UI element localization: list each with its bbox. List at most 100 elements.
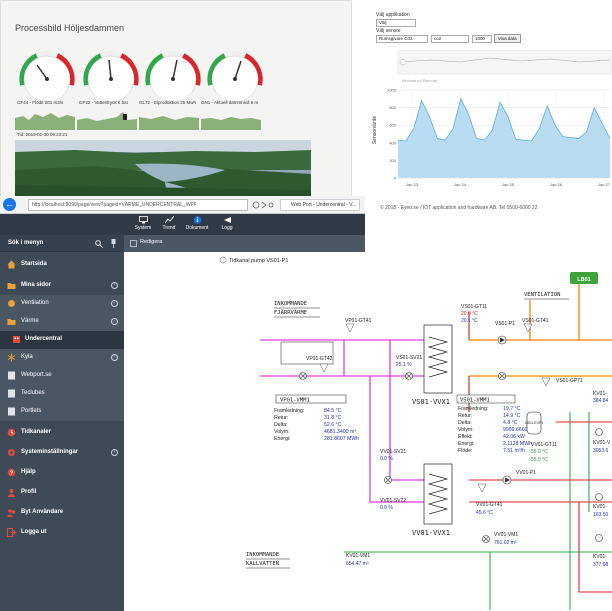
meter-key: Volym: [458, 427, 474, 433]
chevron-icon[interactable]: › [111, 318, 118, 325]
inkommande-fjv-label: INKOMMANDE [274, 301, 307, 307]
sidebar-item-ventilation[interactable]: Ventilation › [0, 295, 124, 313]
x-tick-label: Jan 27 [598, 182, 611, 187]
process-dashboard-panel: Processbild Höljesdammen [0, 0, 352, 198]
sidebar-item-label: Kyla [21, 354, 33, 360]
vp01-gt41-label: VP01-GT41 [345, 318, 372, 324]
y-tick-label: 0 [394, 176, 397, 181]
building-icon [13, 336, 20, 343]
vs01-exp1-label: VS01-EXP1 [525, 421, 544, 425]
page-icon [8, 389, 15, 398]
meter-key: Energi: [274, 436, 290, 442]
system-tool[interactable]: System [130, 216, 156, 231]
valve-icon[interactable] [595, 428, 603, 436]
right-value-2: 3053.6 [593, 448, 609, 454]
page-footer: © 2018 - Eyeo.se / IOT application and h… [380, 205, 538, 211]
lb01-badge[interactable] [570, 272, 598, 284]
y-tick-label: 200 [389, 158, 396, 163]
show-data-button[interactable]: Visa data [494, 34, 521, 43]
refresh-search-icon[interactable] [252, 201, 274, 209]
sensor-icon [345, 323, 355, 333]
vv01-p1-label: VV01-P1 [516, 470, 536, 476]
sidebar-item-hjalp[interactable]: ? Hjälp [0, 463, 124, 483]
vp01-vmm1-label: VP01-VMM1 [280, 398, 310, 404]
document-tool[interactable]: Dokument [184, 216, 210, 231]
chevron-icon[interactable]: › [111, 354, 118, 361]
fjarrvarme-label: FJÄRRVÄRME [274, 309, 307, 316]
sidebar-item-undercentral[interactable]: Undercentral [0, 331, 124, 349]
sidebar-item-systeminstallningar[interactable]: Systeminställningar › [0, 443, 124, 463]
search-icon[interactable] [95, 240, 103, 248]
sidebar-item-varme[interactable]: Värme › [0, 313, 124, 331]
chevron-icon[interactable]: › [111, 300, 118, 307]
sidebar-item-mina-sidor[interactable]: Mina sidor › [0, 277, 124, 295]
monitor-icon [138, 216, 148, 224]
sidebar-item-label: Teclubes [21, 390, 45, 396]
edit-label[interactable]: Redigera [140, 239, 163, 245]
x-tick-label: Jan 26 [550, 182, 563, 187]
trend-tool[interactable]: Trend [156, 216, 182, 231]
sidebar-item-kyla[interactable]: Kyla › [0, 349, 124, 367]
sidebar-item-startsida[interactable]: Startsida [0, 255, 124, 275]
ventilation-label: VENTILATION [524, 292, 560, 298]
chevron-icon[interactable]: › [111, 449, 118, 456]
chevron-icon[interactable]: › [111, 282, 118, 289]
sidebar-item-profil[interactable]: Profil [0, 483, 124, 503]
vs01-gt11-value-2: 20.1 °C [461, 318, 478, 324]
menu-search[interactable]: Sök i menyn [0, 235, 124, 252]
meter-key: Retur: [274, 415, 288, 421]
right-label-4: KV01- [593, 554, 607, 560]
inkommande-kv-label: INKOMMANDE [246, 552, 279, 558]
meter-value: 9999.6660 m³ [503, 427, 535, 433]
help-icon: ? [7, 468, 16, 477]
vv01-sv21-label: VV01-SV21 [380, 449, 406, 455]
valve-icon[interactable] [595, 534, 603, 542]
browser-tab[interactable]: Web Port - Undercentral - V... [280, 199, 360, 211]
sidebar-item-label: Profil [21, 489, 37, 495]
vv01-gt41-value: 45.6 °C [476, 510, 493, 516]
sidebar-item-label: Portlets [21, 408, 42, 414]
chart-credit: lib chart by Eyeo.se [402, 78, 438, 83]
sidebar-item-byt-anvandare[interactable]: Byt Användare [0, 503, 124, 523]
sensor-icon [523, 323, 533, 333]
sidebar-item-label: Systeminställningar [21, 449, 79, 455]
sidebar-item-label: Ventilation [21, 300, 49, 306]
back-button-icon[interactable]: ← [3, 198, 16, 211]
sensor-type-select[interactable]: co2 [431, 35, 469, 43]
vs01-vvx1-exchanger[interactable] [423, 324, 453, 394]
y-tick-label: 1000 [387, 88, 397, 93]
sidebar-item-logga-ut[interactable]: Logga ut [0, 523, 124, 543]
right-label-1: KV01- [593, 391, 607, 397]
cold-water-pipes [344, 412, 612, 610]
sidebar-item-webport[interactable]: Webport.se [0, 367, 124, 385]
y-tick-label: 600 [389, 123, 396, 128]
app-toolbar: System Trend Dokument Logg [0, 214, 365, 235]
gauge-level-label: GN1 - Aktuell dammnivå 6 m [201, 100, 259, 105]
y-tick-label: 800 [389, 105, 396, 110]
gauge-flow-label: GF44 - Flöde 201 m3/s [17, 100, 64, 105]
sensor-select[interactable]: Rumsgivare C02 [376, 35, 428, 43]
log-tool[interactable]: Logg [214, 216, 240, 231]
vv01-vm1-value: 761.02 m³ [494, 540, 517, 546]
sidebar-item-portlets[interactable]: Portlets [0, 403, 124, 421]
user-icon [7, 489, 16, 497]
vv01-gt11-label: VV01-GT11 [531, 442, 557, 448]
sidebar-item-tidkanaler[interactable]: Tidkanaler [0, 423, 124, 443]
sensor-icon [319, 363, 329, 373]
valve-icon[interactable] [595, 493, 603, 501]
right-value-1: 384.84 [593, 398, 609, 404]
count-select[interactable]: 1000 [472, 35, 492, 43]
app-select[interactable]: Välj [376, 19, 416, 27]
navigator-handle-icon [399, 58, 407, 66]
meter-value: 31.8 °C [324, 415, 342, 421]
address-bar[interactable]: http://localhost:8090/page/view?pageid=V… [28, 199, 248, 211]
expansion-tank-icon[interactable] [526, 411, 542, 435]
trend-tool-label: Trend [162, 225, 176, 231]
meter-value: 14.9 °C [503, 413, 521, 419]
vp01-gt42-label: VP01-GT42 [306, 356, 333, 362]
pin-icon[interactable] [110, 239, 117, 248]
edit-icon[interactable] [130, 240, 137, 247]
timechannel-radio[interactable] [219, 256, 227, 264]
sidebar-item-teclubes[interactable]: Teclubes [0, 385, 124, 403]
